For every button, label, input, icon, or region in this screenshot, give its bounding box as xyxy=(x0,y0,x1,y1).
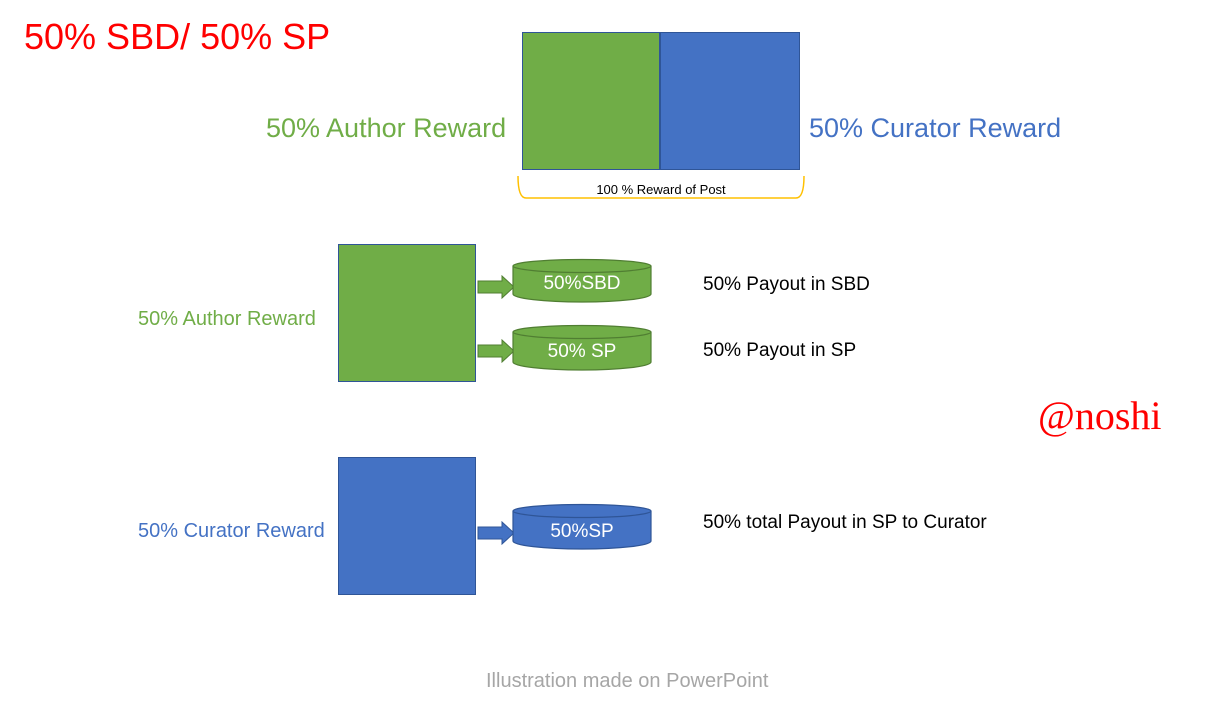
payout-curator-text: 50% total Payout in SP to Curator xyxy=(703,512,987,533)
database-cylinder-icon xyxy=(512,324,652,371)
author-reward-box xyxy=(338,244,476,382)
database-cylinder-icon xyxy=(512,258,652,303)
brace-icon xyxy=(517,175,805,199)
top-curator-label: 50% Curator Reward xyxy=(809,113,1062,143)
brace-label: 100 % Reward of Post xyxy=(596,182,726,197)
author-share-block xyxy=(522,32,660,170)
footer-caption: Illustration made on PowerPoint xyxy=(486,670,769,692)
curator-reward-box xyxy=(338,457,476,595)
curator-share-block xyxy=(660,32,800,170)
arrow-right-icon xyxy=(477,275,515,299)
page-title: 50% SBD/ 50% SP xyxy=(24,16,331,57)
top-author-label: 50% Author Reward xyxy=(266,113,507,143)
curator-section-label: 50% Curator Reward xyxy=(138,520,325,542)
arrow-right-icon xyxy=(477,521,515,545)
author-handle: @noshi xyxy=(1038,393,1162,438)
arrow-right-icon xyxy=(477,339,515,363)
cylinder-label-curator-sp: 50%SP xyxy=(550,521,614,542)
cylinder-label-sp: 50% SP xyxy=(547,341,617,362)
payout-sp-text: 50% Payout in SP xyxy=(703,340,857,361)
payout-sbd-text: 50% Payout in SBD xyxy=(703,274,870,295)
author-section-label: 50% Author Reward xyxy=(138,308,316,330)
database-cylinder-icon xyxy=(512,503,652,550)
cylinder-label-sbd: 50%SBD xyxy=(543,273,621,294)
